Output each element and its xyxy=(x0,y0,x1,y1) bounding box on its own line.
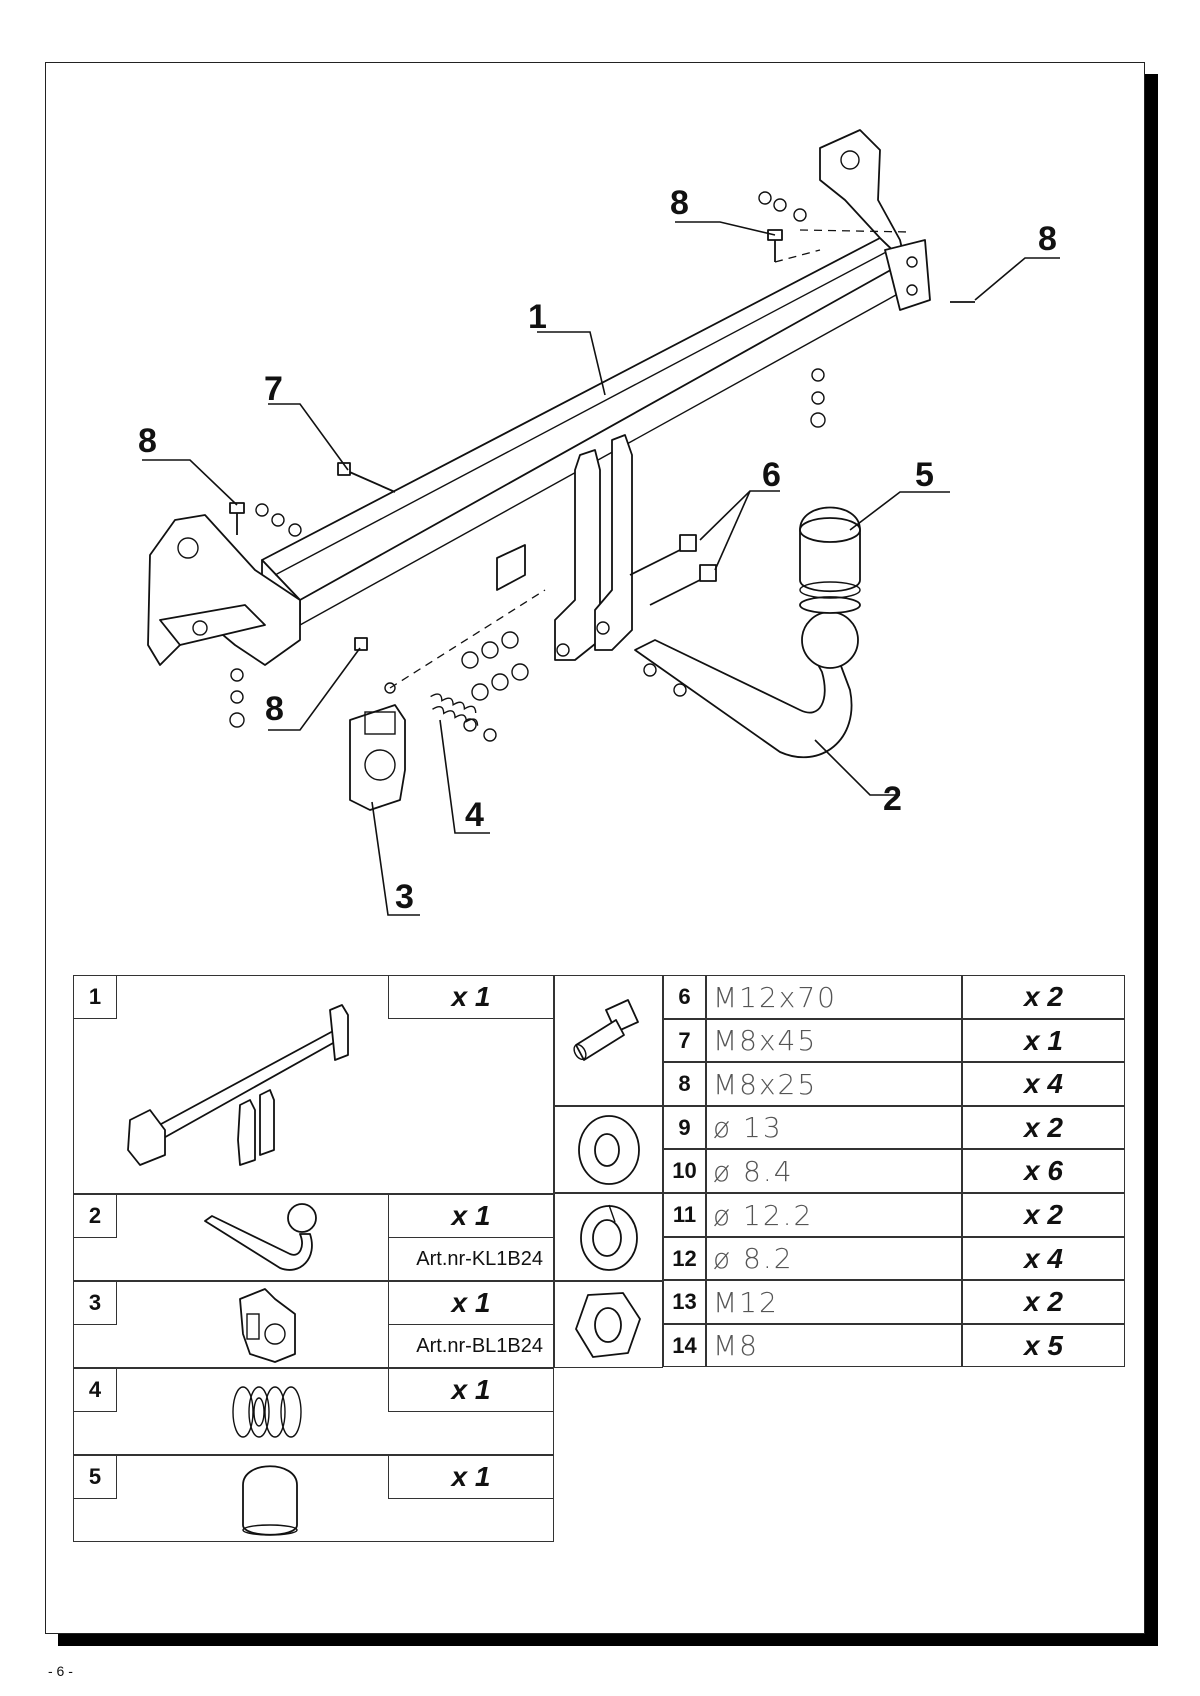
left-bracket xyxy=(147,514,301,666)
spring xyxy=(430,693,479,726)
row-3-qty: x 1 xyxy=(388,1281,554,1325)
right-row-qty: x 4 xyxy=(962,1237,1125,1280)
right-row-qty: x 2 xyxy=(962,1280,1125,1324)
callout-8-right: 8 xyxy=(1038,220,1057,258)
row-2-qty: x 1 xyxy=(388,1194,554,1238)
exploded-view-drawing: 1 2 3 4 5 6 7 8 8 8 8 xyxy=(138,129,1060,916)
callout-8-left-bottom: 8 xyxy=(265,690,284,728)
bolt-m8x45 xyxy=(337,462,396,493)
right-row-spec: ø 8.2 xyxy=(706,1237,962,1280)
row-4-number: 4 xyxy=(73,1368,117,1412)
callout-7: 7 xyxy=(264,370,283,408)
socket-plate-thumbnail xyxy=(239,1288,296,1363)
right-row-number: 10 xyxy=(663,1149,706,1193)
right-row-number: 9 xyxy=(663,1106,706,1149)
row-5-qty: x 1 xyxy=(388,1455,554,1499)
right-row-qty: x 5 xyxy=(962,1324,1125,1367)
ball-cover-thumbnail xyxy=(242,1465,298,1536)
right-row-spec: ø 12.2 xyxy=(706,1193,962,1237)
right-row-spec: M8x45 xyxy=(706,1019,962,1062)
callout-8-left-top: 8 xyxy=(138,422,157,460)
right-row-number: 8 xyxy=(663,1062,706,1106)
bolts-m12 xyxy=(629,534,717,606)
right-row-number: 14 xyxy=(663,1324,706,1367)
right-row-qty: x 2 xyxy=(962,1193,1125,1237)
drop-plates xyxy=(496,434,633,661)
tow-ball xyxy=(634,596,861,759)
tow-ball-thumbnail xyxy=(204,1203,317,1271)
row-5-number: 5 xyxy=(73,1455,117,1499)
spring-washer-icon xyxy=(580,1204,638,1271)
right-row-qty: x 6 xyxy=(962,1149,1125,1193)
right-row-spec: M12x70 xyxy=(706,975,962,1019)
row-2-number: 2 xyxy=(73,1194,117,1238)
right-row-qty: x 1 xyxy=(962,1019,1125,1062)
socket-plate xyxy=(349,704,406,811)
right-row-number: 12 xyxy=(663,1237,706,1280)
row-4-qty: x 1 xyxy=(388,1368,554,1412)
right-row-qty: x 2 xyxy=(962,1106,1125,1149)
right-row-number: 6 xyxy=(663,975,706,1019)
callout-3: 3 xyxy=(395,878,414,916)
callout-2: 2 xyxy=(883,780,902,818)
washers-nuts xyxy=(229,191,975,742)
spring-thumbnail xyxy=(232,1386,302,1438)
flat-washer-icon xyxy=(578,1115,640,1185)
row-1-qty: x 1 xyxy=(388,975,554,1019)
right-row-spec: M8x25 xyxy=(706,1062,962,1106)
crossbar-thumbnail xyxy=(127,1004,349,1166)
row-3-article: Art.nr-BL1B24 xyxy=(388,1325,554,1368)
right-row-spec: ø 13 xyxy=(706,1106,962,1149)
right-row-spec: ø 8.4 xyxy=(706,1149,962,1193)
row-2-article: Art.nr-KL1B24 xyxy=(388,1238,554,1281)
right-row-qty: x 2 xyxy=(962,975,1125,1019)
right-row-qty: x 4 xyxy=(962,1062,1125,1106)
callout-5: 5 xyxy=(915,456,934,494)
callout-1: 1 xyxy=(528,298,547,336)
page-number: - 6 - xyxy=(48,1663,73,1679)
row-3-number: 3 xyxy=(73,1281,117,1325)
right-row-spec: M8 xyxy=(706,1324,962,1367)
nut-icon xyxy=(575,1292,641,1358)
right-row-number: 7 xyxy=(663,1019,706,1062)
callout-8-top: 8 xyxy=(670,184,689,222)
bolt-icon xyxy=(573,999,639,1061)
right-bracket xyxy=(819,129,931,311)
right-row-spec: M12 xyxy=(706,1280,962,1324)
right-row-number: 11 xyxy=(663,1193,706,1237)
callout-4: 4 xyxy=(465,796,484,834)
right-row-number: 13 xyxy=(663,1280,706,1324)
ball-cover xyxy=(799,506,861,599)
row-1-number: 1 xyxy=(73,975,117,1019)
callout-6: 6 xyxy=(762,456,781,494)
